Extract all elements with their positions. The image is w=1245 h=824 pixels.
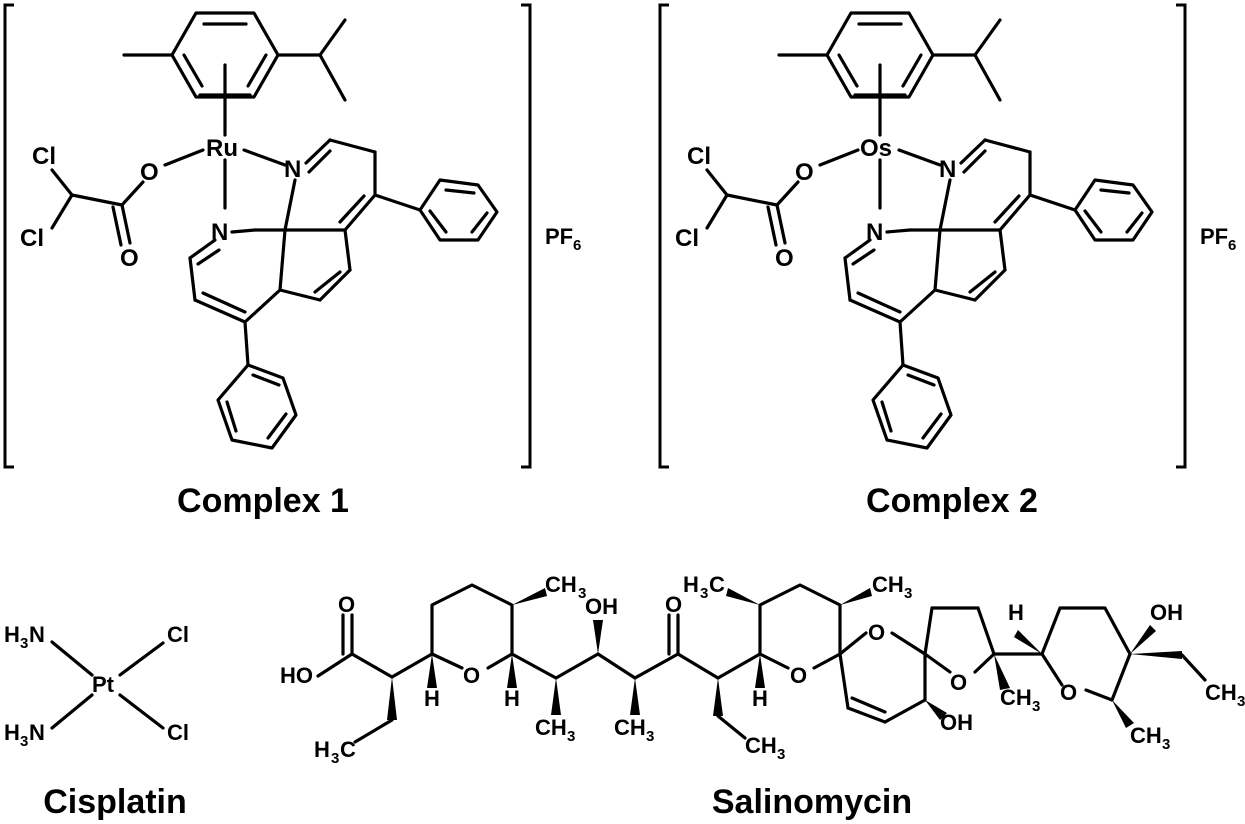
platinum-label: Pt bbox=[92, 672, 115, 697]
complex-1-structure: Ru O O Cl Cl N N bbox=[3, 3, 532, 469]
chlorine-top-label: Cl bbox=[687, 143, 711, 170]
h-c-subscript: 3 bbox=[331, 750, 339, 767]
thp3-oh-label: OH bbox=[1150, 600, 1183, 625]
counterion-subscript: 6 bbox=[573, 237, 581, 254]
chlorine-top-label: Cl bbox=[32, 143, 56, 170]
ho-label: HO bbox=[280, 663, 313, 688]
h-subscript: 3 bbox=[20, 635, 28, 652]
right-bracket bbox=[1176, 3, 1187, 469]
h3c-label: H bbox=[683, 572, 699, 597]
ch3-subscript: 3 bbox=[578, 585, 586, 602]
phenyl-bottom-ring bbox=[871, 363, 953, 450]
chlorine-bottom-label: Cl bbox=[20, 225, 44, 252]
thp3-ethyl-ch3-label: CH bbox=[1205, 680, 1237, 705]
chlorine-bottom-label: Cl bbox=[675, 225, 699, 252]
chain-ch3-subscript: 3 bbox=[567, 728, 575, 745]
chlorine-top-label: Cl bbox=[167, 622, 189, 647]
carbonyl-oxygen-label: O bbox=[120, 245, 139, 272]
ketone-o-label: O bbox=[665, 592, 682, 617]
n-label: N bbox=[29, 622, 45, 647]
thp1-o-label: O bbox=[463, 663, 480, 688]
counterion-label: PF bbox=[545, 224, 573, 249]
right-bracket bbox=[521, 3, 532, 469]
thp1-h2-label: H bbox=[504, 686, 520, 711]
phenyl-bottom-ring bbox=[216, 363, 298, 450]
h-subscript-2: 3 bbox=[20, 733, 28, 750]
thf-o-label: O bbox=[950, 670, 967, 695]
left-bracket bbox=[658, 3, 669, 469]
thf-ch3-label: CH bbox=[1000, 685, 1032, 710]
thp3-ch3-subscript: 3 bbox=[1162, 736, 1170, 753]
phenyl-right-ring bbox=[418, 178, 499, 242]
cisplatin-structure: H 3 N H 3 N Pt Cl Cl bbox=[4, 622, 189, 750]
phenyl-right-ring bbox=[1073, 178, 1154, 242]
spiro-o-label: O bbox=[868, 620, 885, 645]
complex-1-caption: Complex 1 bbox=[177, 482, 349, 520]
thp1-h-label: H bbox=[424, 686, 440, 711]
thp-ring-1 bbox=[430, 583, 514, 656]
thp2-ch3-label: CH bbox=[872, 572, 904, 597]
thp-ring-3 bbox=[1040, 606, 1132, 656]
thp3-ch3-label: CH bbox=[1130, 723, 1162, 748]
complex-2-caption: Complex 2 bbox=[866, 482, 1038, 520]
metal-label: Ru bbox=[206, 135, 238, 162]
left-bracket bbox=[3, 3, 14, 469]
oh-label: OH bbox=[585, 594, 618, 619]
h3c-c-label: C bbox=[709, 572, 725, 597]
chain-ch3-subscript-2: 3 bbox=[646, 728, 654, 745]
nitrogen-top-label: N bbox=[939, 156, 956, 183]
ring-oh-label: OH bbox=[940, 710, 973, 735]
salinomycin-structure: HO O H 3 C O H H CH 3 CH 3 OH CH bbox=[280, 572, 1245, 767]
carbonyl-oxygen-label: O bbox=[775, 245, 794, 272]
metal-label: Os bbox=[860, 135, 892, 162]
acid-carbonyl-o-label: O bbox=[338, 592, 355, 617]
n-label-2: N bbox=[29, 720, 45, 745]
thp2-h-label: H bbox=[752, 686, 768, 711]
ethyl-ch3-subscript: 3 bbox=[777, 746, 785, 763]
chlorine-bottom-label: Cl bbox=[167, 720, 189, 745]
thp2-ch3-subscript: 3 bbox=[904, 585, 912, 602]
h-label: H bbox=[314, 737, 330, 762]
thp-ring-2 bbox=[758, 583, 842, 656]
counterion-label-2: PF bbox=[1200, 224, 1228, 249]
thp2-o-label: O bbox=[790, 663, 807, 688]
salinomycin-caption: Salinomycin bbox=[712, 783, 912, 821]
thp3-o-label: O bbox=[1060, 680, 1077, 705]
c-label: C bbox=[340, 737, 356, 762]
thp3-h-label: H bbox=[1008, 600, 1024, 625]
counterion-subscript-2: 6 bbox=[1228, 237, 1236, 254]
thp3-ethyl-ch3-subscript: 3 bbox=[1237, 693, 1245, 710]
complex-2-structure: Os O O Cl Cl N N bbox=[658, 3, 1187, 469]
ch3-label: CH bbox=[545, 572, 577, 597]
thf-ch3-subscript: 3 bbox=[1032, 698, 1040, 715]
chain-ch3-label: CH bbox=[535, 715, 567, 740]
h-label-2: H bbox=[4, 720, 20, 745]
h-label: H bbox=[4, 622, 20, 647]
cisplatin-caption: Cisplatin bbox=[43, 783, 187, 821]
chain-ch3-label-2: CH bbox=[614, 715, 646, 740]
h3c-subscript: 3 bbox=[700, 585, 708, 602]
ethyl-ch3-label: CH bbox=[745, 733, 777, 758]
ester-oxygen-label: O bbox=[140, 159, 159, 186]
ester-oxygen-label: O bbox=[795, 159, 814, 186]
nitrogen-top-label: N bbox=[284, 156, 301, 183]
